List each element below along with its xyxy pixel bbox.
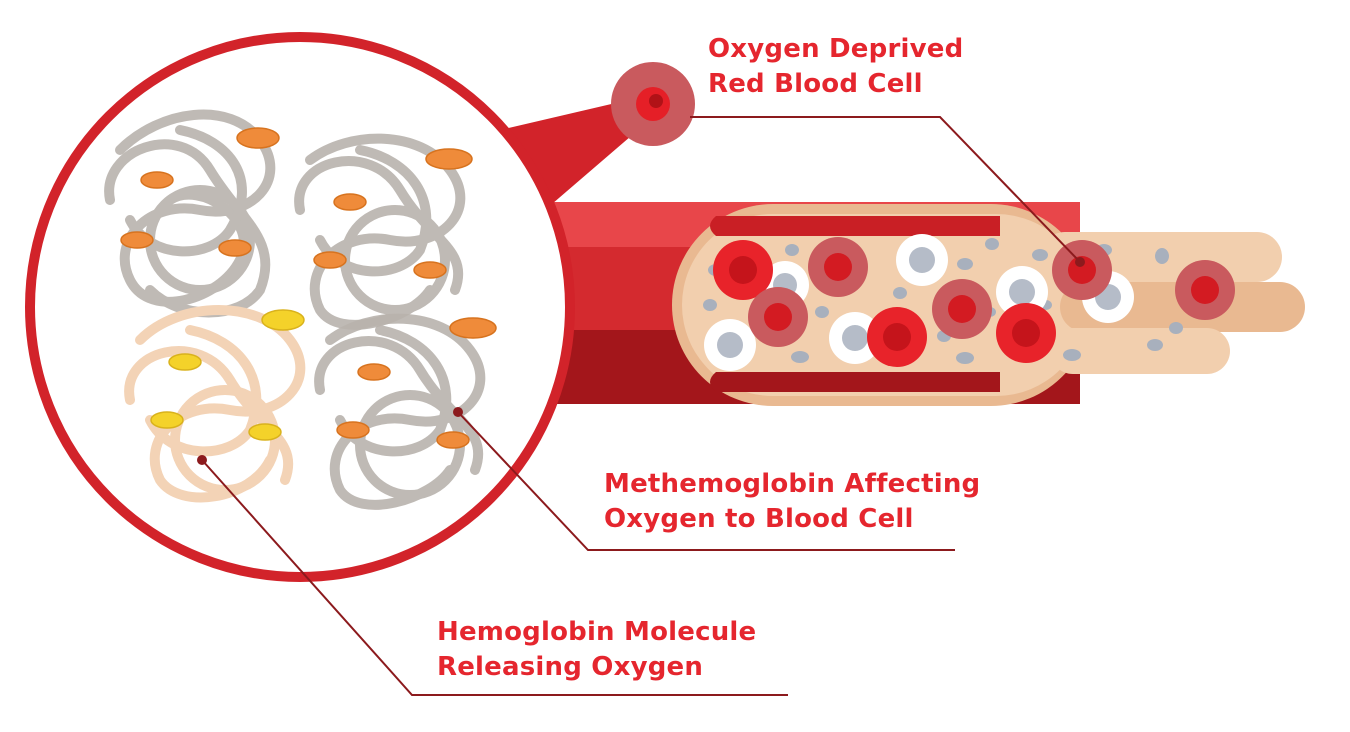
label-line: Methemoglobin Affecting (604, 469, 981, 499)
inner-tube-flow-3 (1050, 328, 1230, 374)
oxygen-molecule-released (248, 423, 282, 441)
leader-lines (197, 116, 1085, 696)
platelet (1155, 248, 1169, 264)
platelet (956, 352, 974, 364)
red-blood-cell-core (1068, 256, 1096, 284)
magnifier-border (25, 32, 575, 582)
label-methemoglobin-affecting-oxygen: Methemoglobin Affecting Oxygen to Blood … (604, 467, 980, 537)
oxygen-molecule (449, 317, 497, 339)
platelet (791, 351, 809, 363)
platelet (1063, 349, 1081, 361)
leader-dot-hemoglobin (197, 455, 207, 465)
leader-line-deprived (690, 116, 1081, 263)
oxygen-molecule (236, 127, 280, 149)
platelets (703, 238, 1183, 364)
vessel-cut-top (710, 216, 1000, 236)
oxygen-molecule (357, 363, 391, 381)
inner-tube (682, 214, 1087, 396)
red-blood-cell-core (1012, 319, 1040, 347)
platelet (815, 306, 829, 318)
red-blood-cell-core (1191, 276, 1219, 304)
oxygen-molecules-yellow (150, 309, 305, 441)
platelet (1147, 339, 1163, 351)
vessel-cut-bottom (710, 372, 1000, 392)
red-blood-cell-core (729, 256, 757, 284)
label-line: Hemoglobin Molecule (437, 617, 757, 647)
platelet (1169, 322, 1183, 334)
oxygen-molecule-released (150, 411, 184, 429)
oxygen-molecules-orange (120, 127, 497, 449)
platelet (893, 287, 907, 299)
oxygen-molecule (140, 171, 174, 189)
oxygen-molecule (218, 239, 252, 257)
label-hemoglobin-molecule-releasing-oxygen: Hemoglobin Molecule Releasing Oxygen (437, 615, 756, 685)
platelet (785, 244, 799, 256)
platelet (1032, 249, 1048, 261)
platelet (703, 299, 717, 311)
oxygen-molecule (336, 421, 370, 439)
label-line: Red Blood Cell (708, 69, 923, 99)
leader-line-hemoglobin (201, 459, 788, 696)
oxygen-molecule-released (168, 353, 202, 371)
red-blood-cell-core (883, 323, 911, 351)
oxygen-molecule (120, 231, 154, 249)
oxygen-molecule (333, 193, 367, 211)
platelet (985, 238, 999, 250)
leader-line-methemoglobin (457, 411, 955, 551)
oxygen-molecule (436, 431, 470, 449)
magnified-view (25, 32, 575, 582)
hemoglobin-cluster-peach (124, 305, 306, 503)
white-cell-core (1009, 279, 1035, 305)
oxygen-molecule-released (261, 309, 305, 331)
red-blood-cells (713, 237, 1235, 367)
oxygen-molecule (413, 261, 447, 279)
red-blood-cell-core (764, 303, 792, 331)
oxygen-molecule (313, 251, 347, 269)
zoom-cell-nucleus (649, 94, 663, 108)
oxygen-molecule (425, 148, 473, 170)
label-line: Oxygen to Blood Cell (604, 504, 914, 534)
label-line: Oxygen Deprived (708, 34, 964, 64)
red-blood-cell-core (948, 295, 976, 323)
leader-dot-methemoglobin (453, 407, 463, 417)
red-blood-cell-core (824, 253, 852, 281)
zoom-source-cell (611, 62, 695, 146)
platelet (957, 258, 973, 270)
label-oxygen-deprived-red-blood-cell: Oxygen Deprived Red Blood Cell (708, 32, 963, 102)
white-cell-core (909, 247, 935, 273)
leader-dot-deprived (1075, 257, 1085, 267)
white-cell-core (717, 332, 743, 358)
label-line: Releasing Oxygen (437, 652, 704, 682)
white-cell-core (842, 325, 868, 351)
